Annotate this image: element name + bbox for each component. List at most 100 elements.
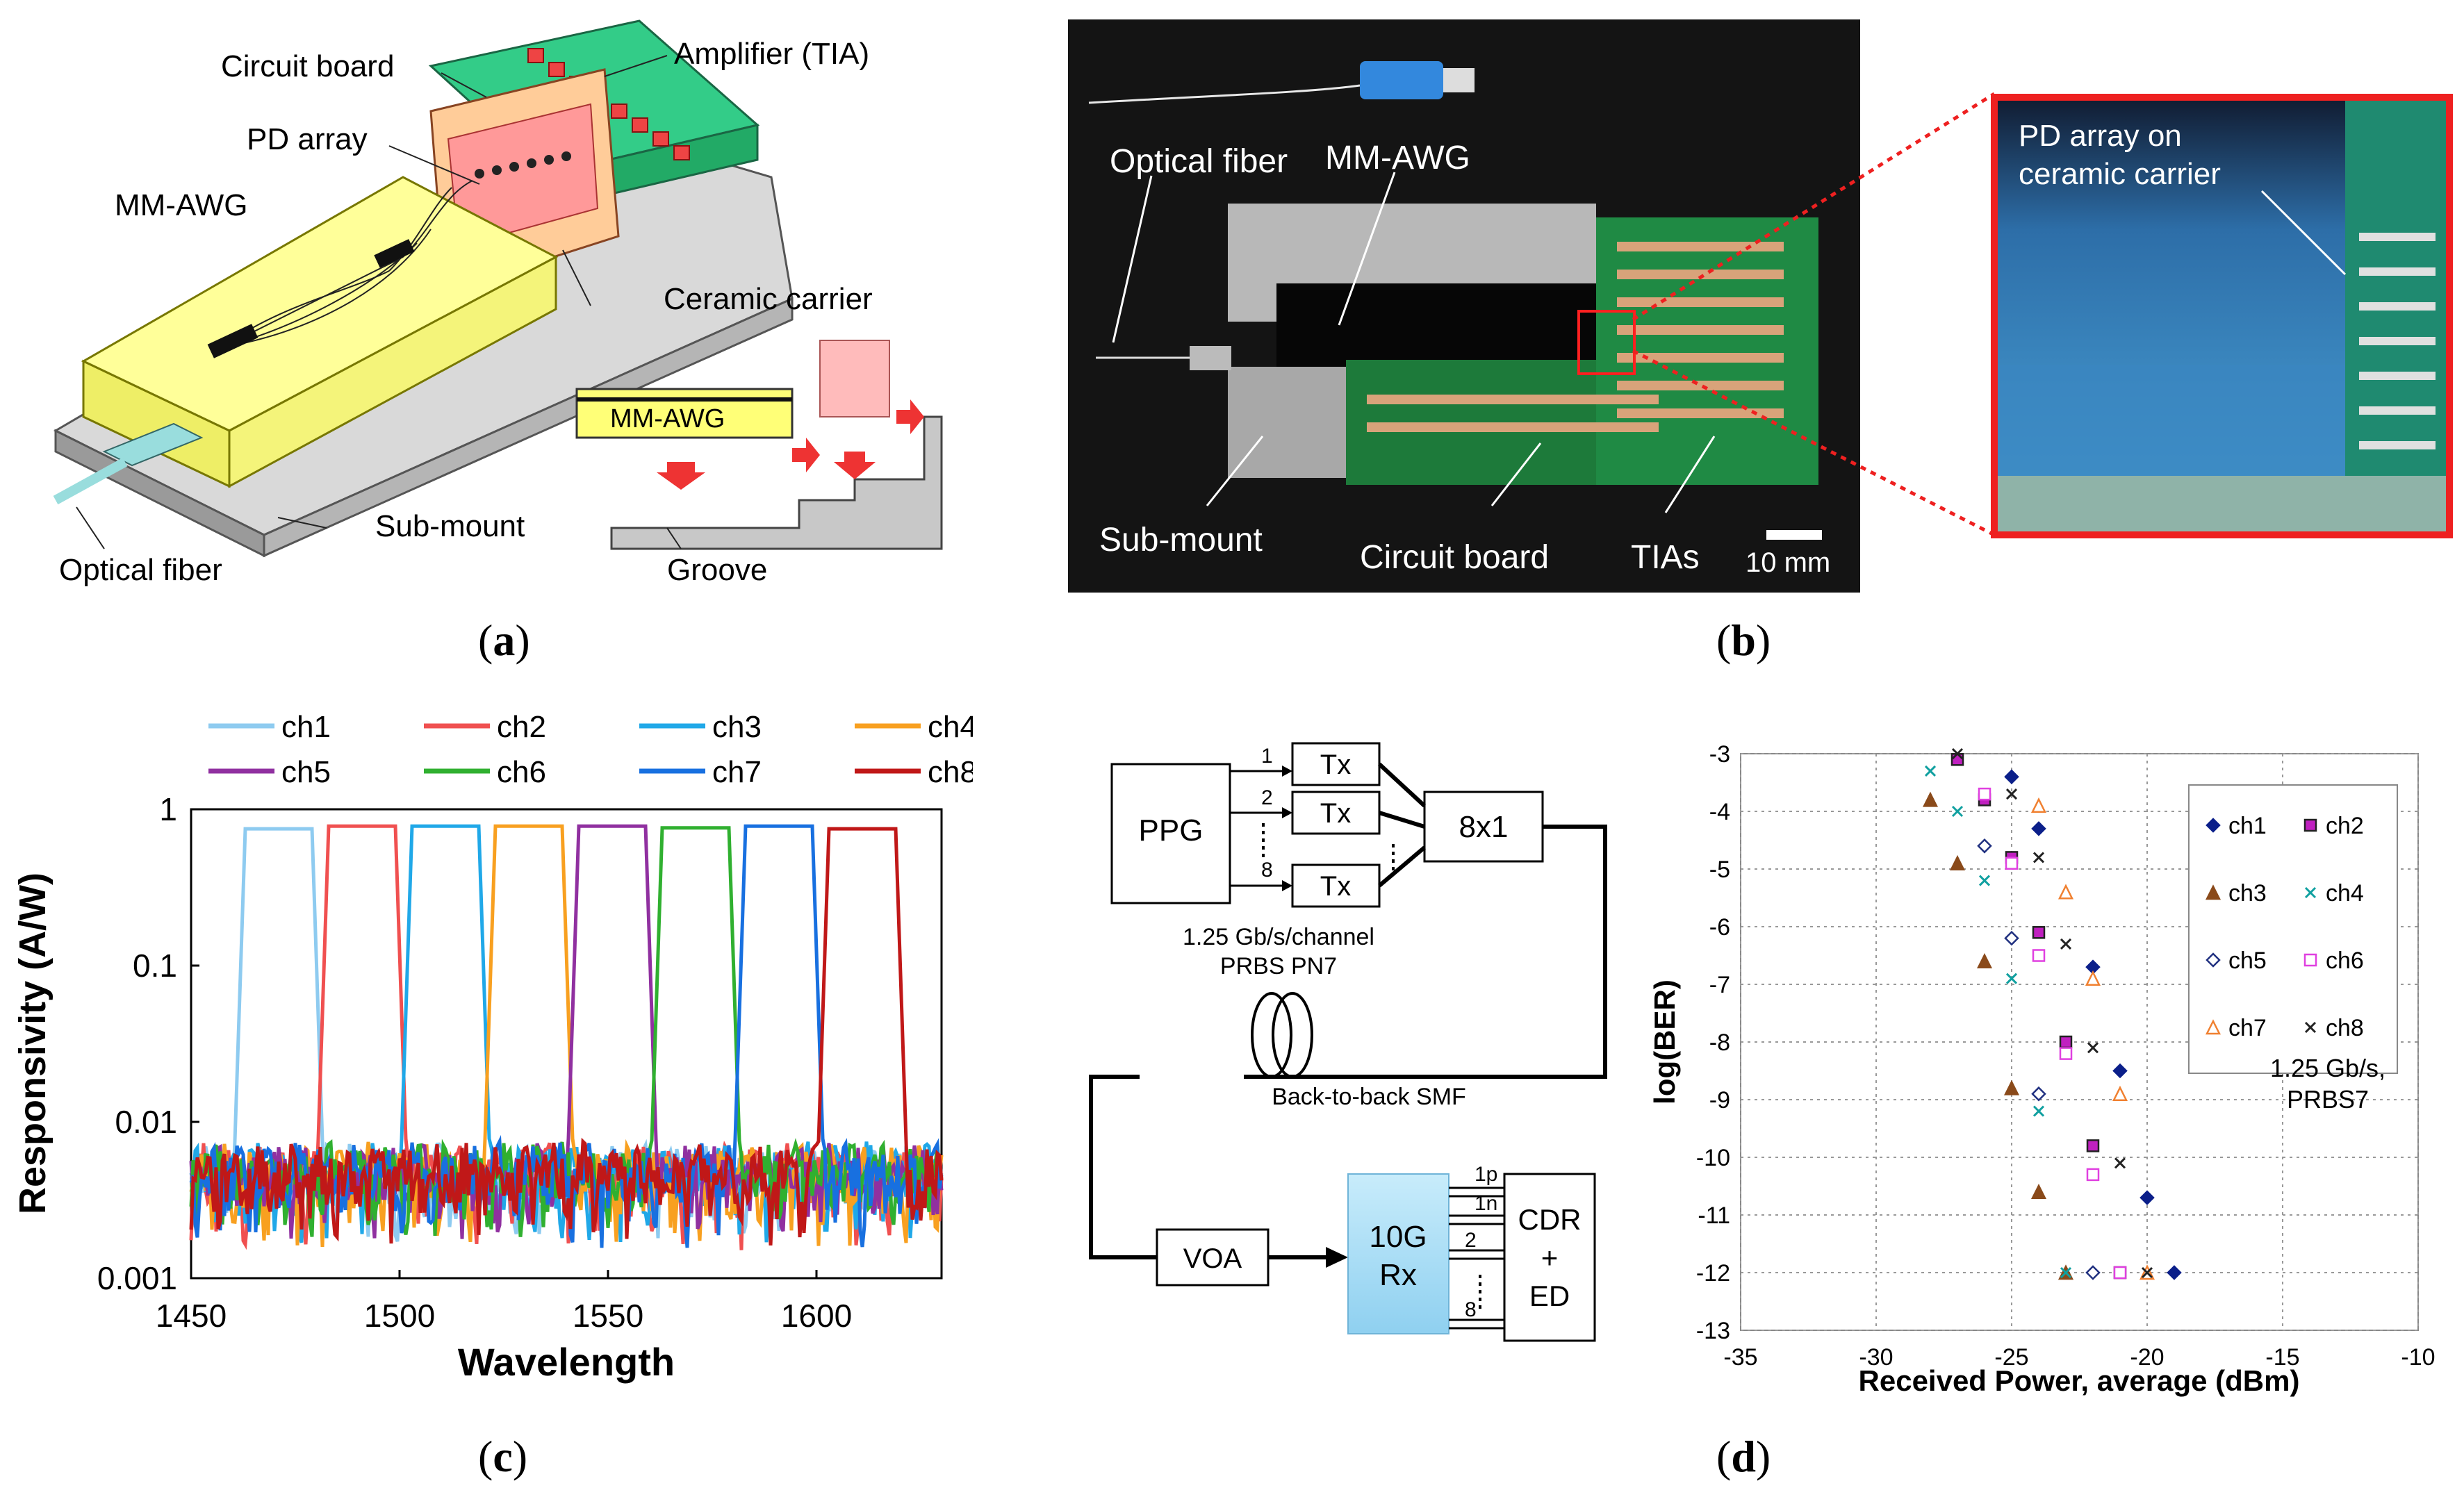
fiber-coil xyxy=(1251,992,1313,1078)
inset-awg xyxy=(575,388,794,439)
ber-legend-marker-ch6 xyxy=(2303,953,2317,967)
fiber-connector-blue xyxy=(1360,61,1443,99)
inset-arrows xyxy=(657,399,924,490)
zoom-photo-svg: PD array on ceramic carrier xyxy=(1998,101,2446,531)
rx-label-2: Rx xyxy=(1379,1258,1417,1292)
ber-ticks: -3-4-5-6-7-8-9-10-11-12-13-35-30-25-20-1… xyxy=(1696,741,2436,1371)
legend-label-ch3: ch3 xyxy=(712,710,762,744)
label-circuit-board: Circuit board xyxy=(221,49,394,83)
ber-x-tick-label: -25 xyxy=(1994,1344,2028,1371)
ber-ylabel: log(BER) xyxy=(1648,979,1681,1105)
ber-point-ch4 xyxy=(1978,875,1991,886)
y-tick-label: 0.1 xyxy=(133,948,177,984)
ber-point-ch8 xyxy=(2032,852,2045,863)
zoom-board xyxy=(2345,101,2446,531)
ber-point-ch2 xyxy=(1950,753,1964,766)
ber-legend-label-ch8: ch8 xyxy=(2326,1015,2364,1041)
ber-point-ch1 xyxy=(2004,769,2019,784)
voa-box xyxy=(1156,1228,1270,1287)
caption-d: (d) xyxy=(1716,1432,1771,1481)
ber-point-ch3 xyxy=(1976,953,1993,969)
ber-point-ch5 xyxy=(2085,1265,2101,1280)
ber-legend-marker-ch7 xyxy=(2205,1019,2221,1035)
x-tick-label: 1450 xyxy=(156,1298,227,1334)
x-tick-label: 1500 xyxy=(364,1298,435,1334)
tx-label-8: Tx xyxy=(1320,871,1351,902)
ber-annotation-1: 1.25 Gb/s, xyxy=(2270,1054,2385,1082)
ber-point-ch3 xyxy=(1949,854,1966,870)
legend-label-ch2: ch2 xyxy=(497,710,546,744)
photo-label-scale: 10 mm xyxy=(1746,547,1830,578)
out-label-1p: 1p xyxy=(1475,1163,1497,1186)
ber-point-ch7 xyxy=(2085,970,2101,986)
ber-point-ch4 xyxy=(1924,765,1937,777)
zoom-lines xyxy=(1632,92,1996,537)
ber-point-ch4 xyxy=(1951,805,1964,818)
voa-label: VOA xyxy=(1183,1243,1242,1274)
legend-label-ch1: ch1 xyxy=(281,710,331,744)
ber-point-ch4 xyxy=(2032,1105,2045,1117)
ber-legend-marker-ch4 xyxy=(2304,886,2317,899)
ber-point-ch2 xyxy=(2032,926,2046,939)
series-group xyxy=(189,824,944,1250)
panel-a-schematic: Circuit board Amplifier (TIA) PD array M… xyxy=(0,0,1042,611)
ber-y-tick-label: -13 xyxy=(1696,1318,1730,1344)
ber-point-ch6 xyxy=(2113,1266,2127,1280)
ber-point-ch6 xyxy=(2032,949,2046,962)
ber-legend-marker-ch1 xyxy=(2206,818,2221,833)
zoom-label-line2: ceramic carrier xyxy=(2019,157,2221,191)
scale-bar xyxy=(1766,530,1822,540)
ber-point-ch5 xyxy=(2031,1086,2046,1102)
inset-mount xyxy=(610,415,943,550)
ber-point-ch8 xyxy=(2114,1157,2126,1169)
legend-label-ch7: ch7 xyxy=(712,755,762,789)
in-label-2: 2 xyxy=(1261,786,1273,809)
ber-legend-marker-ch2 xyxy=(2303,818,2317,832)
photo-label-board: Circuit board xyxy=(1360,539,1549,576)
y-axis-label: Responsivity (A/W) xyxy=(12,872,54,1214)
ber-chart: -3-4-5-6-7-8-9-10-11-12-13-35-30-25-20-1… xyxy=(1648,741,2436,1397)
photo-label-submount: Sub-mount xyxy=(1099,522,1263,559)
panel-d-setup: PPG Tx Tx Tx 8x1 1 2 8 1.25 Gb/s/channel… xyxy=(1070,729,1626,1368)
ber-point-ch4 xyxy=(2005,973,2018,984)
ber-legend-label-ch1: ch1 xyxy=(2228,813,2267,839)
photo-label-awg: MM-AWG xyxy=(1325,140,1470,176)
ber-y-tick-label: -10 xyxy=(1696,1145,1730,1171)
ppg-box xyxy=(1110,763,1231,904)
out-label-8: 8 xyxy=(1465,1298,1477,1321)
cdr-label-1: CDR xyxy=(1518,1203,1582,1236)
ber-point-ch6 xyxy=(2086,1168,2100,1182)
ber-legend-box xyxy=(2188,784,2398,1074)
label-optical-fiber: Optical fiber xyxy=(59,553,222,587)
ber-point-ch8 xyxy=(2141,1266,2153,1279)
caption-c: (c) xyxy=(478,1432,528,1481)
ber-y-tick-label: -4 xyxy=(1709,799,1730,825)
ber-y-tick-label: -9 xyxy=(1709,1087,1730,1114)
ber-point-ch1 xyxy=(2031,821,2046,836)
ber-point-ch8 xyxy=(1951,747,1964,760)
x-tick-label: 1550 xyxy=(573,1298,643,1334)
caption-a: (a) xyxy=(478,615,530,665)
tx-label-1: Tx xyxy=(1320,750,1351,780)
mm-awg-side xyxy=(228,255,557,488)
label-ceramic-carrier: Ceramic carrier xyxy=(664,282,873,316)
ber-x-tick-label: -15 xyxy=(2265,1344,2299,1371)
ber-point-ch2 xyxy=(2086,1139,2100,1152)
y-tick-label: 0.001 xyxy=(97,1260,177,1296)
ber-point-ch5 xyxy=(1977,838,1992,854)
ber-point-ch4 xyxy=(2060,1266,2072,1279)
ber-legend-label-ch2: ch2 xyxy=(2326,813,2364,839)
photo-label-tias: TIAs xyxy=(1631,539,1700,576)
ber-legend-label-ch4: ch4 xyxy=(2326,880,2364,907)
ber-xlabel: Received Power, average (dBm) xyxy=(1859,1364,2300,1397)
ber-annotation-2: PRBS7 xyxy=(2287,1085,2369,1114)
ber-legend-marker-ch3 xyxy=(2205,884,2221,900)
cdr-box xyxy=(1503,1173,1596,1342)
photo-label-fiber: Optical fiber xyxy=(1110,143,1288,180)
label-pd-array: PD array xyxy=(247,122,368,156)
ber-y-tick-label: -5 xyxy=(1709,857,1730,883)
y-tick-label: 1 xyxy=(159,791,177,827)
ber-y-tick-label: -3 xyxy=(1709,741,1730,768)
rx-label-1: 10G xyxy=(1369,1220,1427,1254)
